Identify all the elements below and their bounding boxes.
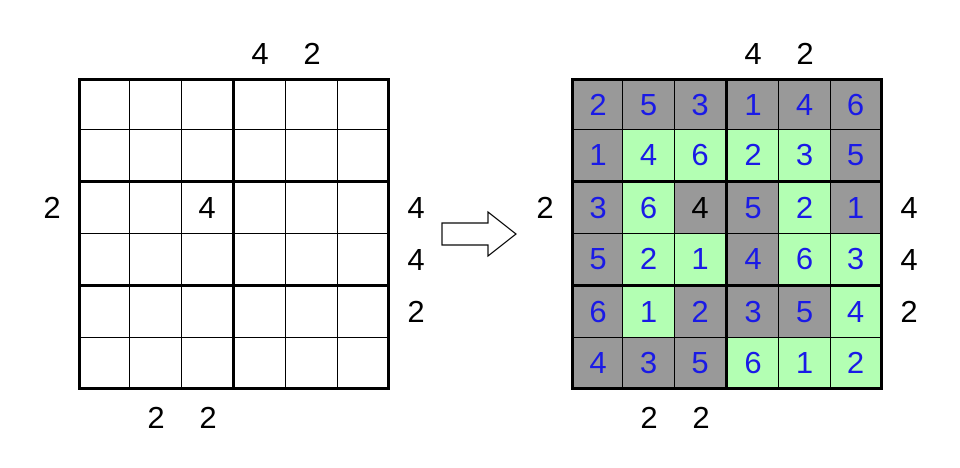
grid-cell (234, 234, 286, 286)
grid-cell: 5 (779, 286, 831, 338)
grid-cell: 6 (727, 338, 779, 390)
grid-cell (286, 78, 338, 130)
grid-cell: 4 (727, 234, 779, 286)
grid-cell: 2 (623, 234, 675, 286)
grid-cell (78, 130, 130, 182)
grid-cell: 1 (623, 286, 675, 338)
grid-cell: 1 (675, 234, 727, 286)
grid-cell (130, 78, 182, 130)
grid-cell (234, 286, 286, 338)
grid-cell (234, 130, 286, 182)
grid-cell: 3 (831, 234, 883, 286)
clue-top: 2 (303, 36, 321, 71)
clue-top: 4 (251, 36, 269, 71)
grid-cell: 3 (727, 286, 779, 338)
grid-cell (182, 78, 234, 130)
grid-cell: 5 (571, 234, 623, 286)
clue-right: 4 (900, 242, 918, 277)
grid-cell (338, 286, 390, 338)
grid-cell: 5 (727, 182, 779, 234)
clue-left: 2 (536, 190, 554, 225)
grid-cell (182, 338, 234, 390)
clue-right: 2 (407, 294, 425, 329)
grid-cell: 2 (779, 182, 831, 234)
right-arrow-icon (441, 210, 517, 258)
grid-cell: 6 (779, 234, 831, 286)
grid-cell (182, 234, 234, 286)
grid-cell (130, 234, 182, 286)
grid-cell: 3 (779, 130, 831, 182)
clue-bottom: 2 (640, 400, 658, 435)
clue-right: 4 (900, 190, 918, 225)
grid-cell: 2 (831, 338, 883, 390)
grid-cell (338, 130, 390, 182)
grid-cell: 6 (571, 286, 623, 338)
grid-cell: 4 (623, 130, 675, 182)
grid-cell: 6 (623, 182, 675, 234)
grid-cell (130, 286, 182, 338)
grid-cell (182, 130, 234, 182)
grid-cell (338, 234, 390, 286)
grid-cell: 4 (779, 78, 831, 130)
grid-cell: 1 (779, 338, 831, 390)
grid-cell: 4 (831, 286, 883, 338)
grid-cell (78, 234, 130, 286)
clue-right: 2 (900, 294, 918, 329)
grid-cell (78, 182, 130, 234)
grid-cell (286, 338, 338, 390)
grid-cell: 1 (571, 130, 623, 182)
grid-cell: 5 (831, 130, 883, 182)
grid-cell: 1 (727, 78, 779, 130)
grid-cell (338, 182, 390, 234)
grid-cell (182, 286, 234, 338)
grid-cell (234, 182, 286, 234)
grid-cell (78, 338, 130, 390)
grid-cell: 3 (571, 182, 623, 234)
grid-cell: 3 (623, 338, 675, 390)
grid-cell (130, 182, 182, 234)
clue-bottom: 2 (147, 400, 165, 435)
grid-cell (234, 338, 286, 390)
grid-cell (286, 234, 338, 286)
grid-cell: 2 (675, 286, 727, 338)
grid-cell: 6 (675, 130, 727, 182)
clue-left: 2 (43, 190, 61, 225)
grid-cell: 4 (675, 182, 727, 234)
grid-cell: 6 (831, 78, 883, 130)
puzzle-grid: 4 (78, 78, 390, 390)
grid-cell (130, 338, 182, 390)
clue-bottom: 2 (199, 400, 217, 435)
grid-cell: 1 (831, 182, 883, 234)
grid-cell: 4 (182, 182, 234, 234)
grid-cell: 2 (571, 78, 623, 130)
grid-cell (234, 78, 286, 130)
grid-cell (338, 78, 390, 130)
clue-bottom: 2 (692, 400, 710, 435)
clue-top: 2 (796, 36, 814, 71)
grid-cell (130, 130, 182, 182)
grid-cell: 3 (675, 78, 727, 130)
grid-cell (286, 286, 338, 338)
grid-cell: 5 (623, 78, 675, 130)
clue-top: 4 (744, 36, 762, 71)
grid-cell (78, 78, 130, 130)
grid-cell (78, 286, 130, 338)
grid-cell (338, 338, 390, 390)
grid-cell (286, 130, 338, 182)
clue-right: 4 (407, 242, 425, 277)
grid-cell: 5 (675, 338, 727, 390)
clue-right: 4 (407, 190, 425, 225)
grid-cell: 4 (571, 338, 623, 390)
grid-cell: 2 (727, 130, 779, 182)
grid-cell (286, 182, 338, 234)
